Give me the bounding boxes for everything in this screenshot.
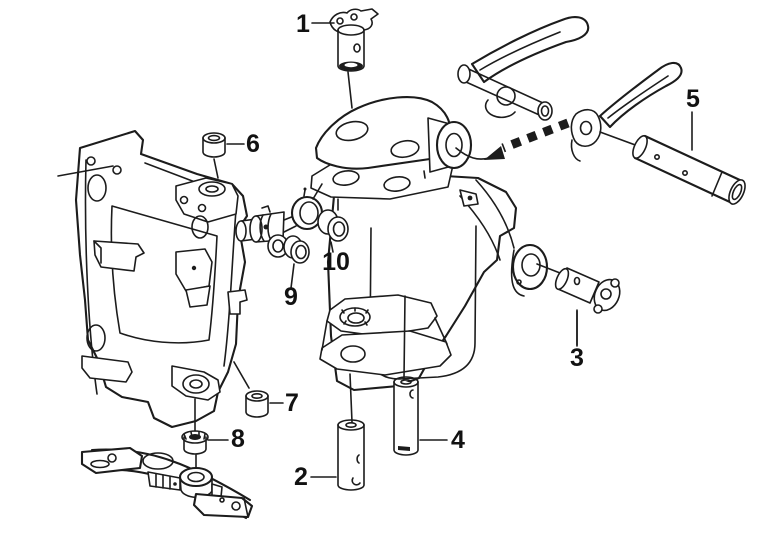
pin-4 [394,377,418,455]
bushing-10 [318,210,348,241]
fork-lever [458,17,682,161]
callout-3: 3 [570,311,584,372]
callout-1: 1 [296,10,334,38]
callout-number: 4 [451,426,465,454]
callout-number: 9 [284,283,298,311]
bushing-7 [234,362,268,417]
callout-9: 9 [284,264,298,311]
callout-number: 6 [246,130,260,158]
callout-2: 2 [294,463,336,491]
callout-number: 8 [231,425,245,453]
callout-number: 10 [322,248,350,276]
callout-layer: 1 2 3 4 5 6 7 8 9 10 [208,10,700,491]
bushing-9 [284,236,309,263]
callout-10: 10 [322,242,350,276]
pin-3 [553,267,625,345]
callout-8: 8 [208,425,245,453]
callout-number: 1 [296,10,310,38]
callout-number: 2 [294,463,308,491]
callout-6: 6 [227,130,260,158]
bushing-8 [182,399,208,468]
pin-5 [630,134,748,207]
callout-number: 5 [686,85,700,113]
callout-leader [291,264,294,288]
callout-number: 7 [285,389,299,417]
bushing-6 [203,133,225,178]
link-rod [236,184,322,263]
callout-number: 3 [570,344,584,372]
pin-1 [330,9,378,108]
callout-5: 5 [686,85,700,150]
callout-4: 4 [420,426,465,454]
swinging-drawbar [82,448,252,518]
callout-leader [331,242,333,252]
pin-2 [338,420,364,490]
support-frame [58,131,247,427]
hitch-housing [311,97,560,422]
callout-7: 7 [270,389,299,417]
direction-arrow [456,123,568,160]
